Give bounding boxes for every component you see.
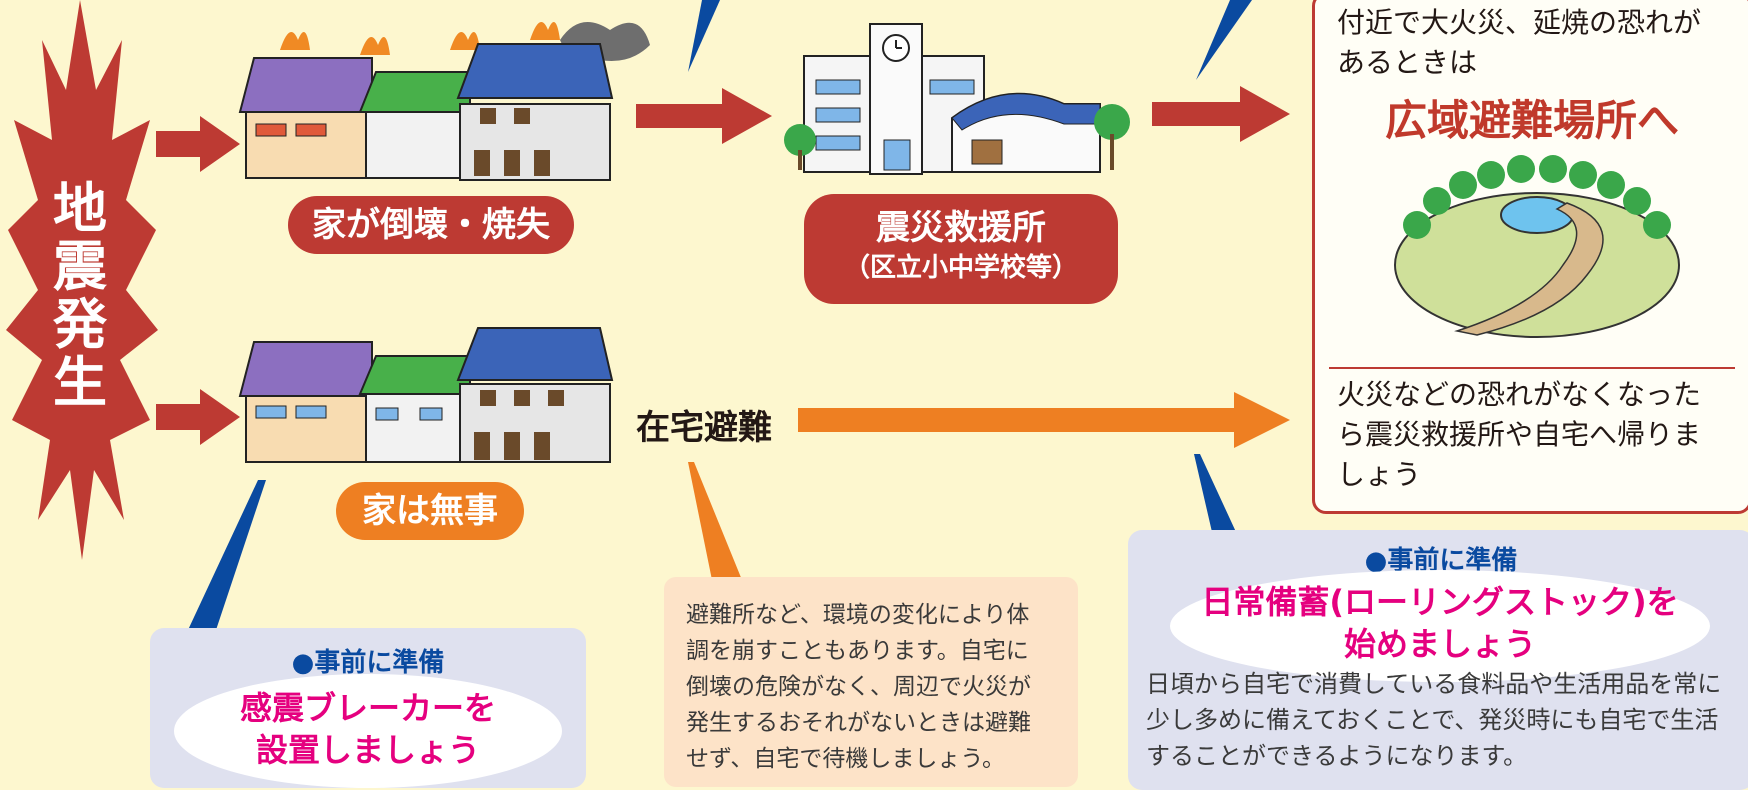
shelter-badge: 震災救援所 （区立小中学校等） <box>804 194 1118 304</box>
home-note-line: 倒壊の危険がなく、周辺で火災が <box>686 674 1031 700</box>
earthquake-label: 地震発生 <box>40 180 120 412</box>
house-safe-badge: 家は無事 <box>336 482 524 540</box>
school-shelter-illustration <box>784 23 1130 175</box>
callout-wedge-top-right <box>1196 0 1252 80</box>
prep-stock-line: 日常備蓄(ローリングストック)を <box>1201 583 1679 621</box>
callout-wedge-top-mid <box>688 0 720 72</box>
wide-area-title: 広域避難場所へ <box>1384 96 1679 145</box>
wide-area-intro: 付近で大火災、延焼の恐れが あるときは <box>1337 3 1737 83</box>
arrow-home-to-widearea <box>798 392 1290 448</box>
earthquake-label-char: 震 <box>53 235 107 298</box>
arrow-quake-to-safe <box>156 389 240 445</box>
shelter-title: 震災救援所 <box>876 208 1046 248</box>
arrow-quake-to-burning <box>156 116 240 172</box>
wide-area-after-line: 火災などの恐れがなくなった <box>1337 378 1702 411</box>
earthquake-label-char: 地 <box>53 177 107 240</box>
callout-wedge-home-note <box>688 462 742 580</box>
home-note-line: 調を崩すこともあります。自宅に <box>686 638 1029 664</box>
prep-breaker-box: ●事前に準備 感震ブレーカーを 設置しましょう <box>150 628 586 788</box>
park-illustration <box>1394 155 1680 338</box>
prep-stock-body-line: 日頃から自宅で消費している食料品や生活用品を常に <box>1146 670 1722 698</box>
home-note-line: 避難所など、環境の変化により体 <box>686 602 1030 628</box>
prep-breaker-line: 設置しましょう <box>255 731 480 769</box>
wide-area-intro-line: 付近で大火災、延焼の恐れが <box>1337 6 1702 39</box>
callout-wedge-breaker <box>188 480 266 630</box>
wide-area-after-line: しょう <box>1337 458 1422 491</box>
wide-area-intro-line: あるときは <box>1337 46 1478 79</box>
house-collapsed-badge: 家が倒壊・焼失 <box>288 196 574 254</box>
safe-houses-illustration <box>238 327 614 463</box>
shelter-subtitle: （区立小中学校等） <box>843 253 1078 283</box>
arrow-shelter-to-widearea <box>1152 86 1290 142</box>
earthquake-label-char: 発 <box>53 293 107 356</box>
prep-breaker-line: 感震ブレーカーを <box>239 689 496 727</box>
wide-area-divider <box>1329 367 1735 369</box>
home-evacuation-label: 在宅避難 <box>636 408 772 448</box>
prep-stock-body-line: することができるようになります。 <box>1146 742 1528 770</box>
burning-houses-illustration <box>238 22 650 181</box>
wide-area-evacuation-box: 付近で大火災、延焼の恐れが あるときは 広域避難場所へ 火災などの恐れがなくなっ… <box>1312 0 1748 514</box>
arrow-burning-to-shelter <box>636 88 772 144</box>
prep-stock-line: 始めましょう <box>1343 625 1536 663</box>
prep-stock-body-line: 少し多めに備えておくことで、発災時にも自宅で生活 <box>1146 706 1719 734</box>
prep-stock-ellipse: 日常備蓄(ローリングストック)を 始めましょう <box>1170 570 1710 682</box>
wide-area-after-line: ら震災救援所や自宅へ帰りま <box>1337 418 1702 451</box>
prep-stock-box: ●事前に準備 日常備蓄(ローリングストック)を 始めましょう 日頃から自宅で消費… <box>1128 530 1748 790</box>
earthquake-burst-shape <box>6 0 158 560</box>
prep-breaker-heading: ●事前に準備 <box>291 648 445 678</box>
callout-wedge-stock <box>1194 454 1236 532</box>
prep-stock-body: 日頃から自宅で消費している食料品や生活用品を常に 少し多めに備えておくことで、発… <box>1146 666 1746 774</box>
home-note-line: せず、自宅で待機しましょう。 <box>686 746 1006 772</box>
home-note-line: 発生するおそれがないときは避難 <box>686 710 1031 736</box>
wide-area-after: 火災などの恐れがなくなった ら震災救援所や自宅へ帰りま しょう <box>1337 375 1737 495</box>
home-evacuation-note: 避難所など、環境の変化により体 調を崩すこともあります。自宅に 倒壊の危険がなく… <box>664 577 1078 787</box>
prep-breaker-ellipse: 感震ブレーカーを 設置しましょう <box>174 674 562 788</box>
earthquake-label-char: 生 <box>53 351 107 414</box>
